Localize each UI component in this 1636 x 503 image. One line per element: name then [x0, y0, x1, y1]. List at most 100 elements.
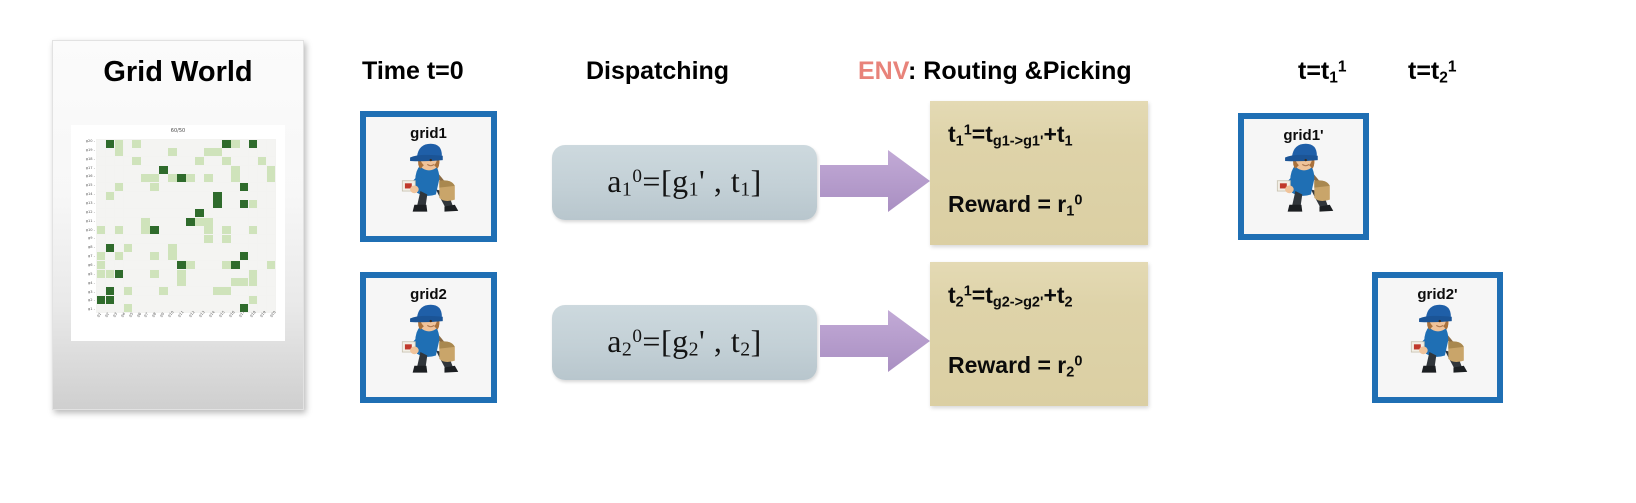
- heatmap-cell: [159, 182, 168, 192]
- heatmap-cell: [96, 165, 105, 174]
- heatmap-cell: [258, 226, 267, 235]
- heatmap-cell: [96, 208, 105, 218]
- agent-label-grid2: grid2: [410, 286, 447, 303]
- heatmap-y-label: g10 -: [85, 227, 95, 232]
- heatmap-cell: [267, 243, 276, 252]
- heatmap-y-label: g14 -: [85, 192, 95, 197]
- heatmap-cell: [96, 182, 105, 192]
- heatmap-cell: [204, 304, 213, 313]
- heatmap-cell: [123, 156, 132, 165]
- heatmap-cell: [96, 226, 105, 235]
- heatmap-cell: [231, 165, 240, 174]
- heatmap-cell: [249, 286, 258, 296]
- heatmap-y-label: g2 -: [87, 298, 95, 303]
- heatmap-cell: [105, 182, 114, 192]
- heatmap-cell: [168, 148, 177, 157]
- heatmap-cell: [186, 252, 195, 261]
- heatmap-cell: [213, 182, 222, 192]
- agent-box-grid2-prime[interactable]: grid2': [1372, 272, 1503, 403]
- heatmap-cell: [231, 208, 240, 218]
- heatmap-cell: [150, 139, 159, 148]
- heatmap-cell: [267, 208, 276, 218]
- heatmap-cell: [168, 182, 177, 192]
- heatmap-cell: [168, 139, 177, 148]
- heatmap-cell: [114, 234, 123, 244]
- heatmap-cell: [267, 234, 276, 244]
- heatmap-cell: [159, 165, 168, 174]
- heatmap-cell: [204, 252, 213, 261]
- heatmap-cell: [96, 304, 105, 313]
- heatmap-cell: [231, 182, 240, 192]
- heatmap-cell: [177, 200, 186, 209]
- heatmap-cell: [213, 260, 222, 270]
- heatmap-cell: [240, 278, 249, 287]
- heatmap-cell: [132, 269, 141, 278]
- heatmap-cell: [150, 182, 159, 192]
- heatmap-cell: [240, 295, 249, 304]
- action-box-agent1[interactable]: a10=[g1' , t1]: [552, 145, 817, 220]
- heatmap-cell: [150, 243, 159, 252]
- heatmap-cell: [141, 208, 150, 218]
- heatmap-cell: [195, 260, 204, 270]
- agent-box-grid2[interactable]: grid2: [360, 272, 497, 403]
- heatmap-cell: [159, 139, 168, 148]
- env-result-box-agent2: t21=tg2->g2'+t2 Reward = r20: [930, 262, 1148, 406]
- agent-box-grid1-prime[interactable]: grid1': [1238, 113, 1369, 240]
- action-box-agent2[interactable]: a20=[g2' , t2]: [552, 305, 817, 380]
- heatmap-cell: [231, 200, 240, 209]
- heatmap-cell: [186, 217, 195, 226]
- heatmap-cell: [159, 269, 168, 278]
- heatmap-cell: [195, 191, 204, 200]
- heatmap-cell: [222, 165, 231, 174]
- heatmap-cell: [222, 200, 231, 209]
- heatmap-cell: [213, 295, 222, 304]
- heatmap-cell: [258, 234, 267, 244]
- heatmap-cell: [222, 226, 231, 235]
- heatmap-cell: [213, 286, 222, 296]
- heatmap-cell: [258, 286, 267, 296]
- heatmap-cell: [150, 165, 159, 174]
- heatmap-cell: [177, 278, 186, 287]
- heatmap-cell: [186, 234, 195, 244]
- heatmap-cell: [267, 148, 276, 157]
- heatmap-cell: [249, 243, 258, 252]
- heatmap-cell: [186, 182, 195, 192]
- delivery-courier-icon: [401, 304, 458, 373]
- heatmap-cell: [195, 269, 204, 278]
- heatmap-cell: [204, 286, 213, 296]
- heatmap-cell: [222, 278, 231, 287]
- heatmap-cell: [96, 252, 105, 261]
- heatmap-cell: [195, 226, 204, 235]
- heatmap-cell: [204, 226, 213, 235]
- heatmap-cell: [132, 234, 141, 244]
- heatmap-cell: [267, 286, 276, 296]
- heatmap-title: 60/50: [170, 128, 186, 134]
- heatmap-cell: [141, 139, 150, 148]
- heatmap-cell: [177, 252, 186, 261]
- heatmap-cell: [249, 148, 258, 157]
- heatmap-cell: [150, 148, 159, 157]
- heatmap-cell: [168, 234, 177, 244]
- heatmap-cell: [150, 200, 159, 209]
- heatmap-cell: [258, 217, 267, 226]
- heatmap-cell: [186, 304, 195, 313]
- heatmap-cell: [240, 252, 249, 261]
- heatmap-cell: [159, 234, 168, 244]
- heatmap-cell: [96, 200, 105, 209]
- heatmap-cell: [96, 174, 105, 183]
- heatmap-cell: [141, 278, 150, 287]
- heatmap-cell: [123, 182, 132, 192]
- heatmap-cell: [258, 139, 267, 148]
- heatmap-cell: [258, 156, 267, 165]
- heatmap-cell: [231, 156, 240, 165]
- heatmap-cell: [114, 286, 123, 296]
- heatmap-cell: [96, 286, 105, 296]
- heatmap-cell: [204, 182, 213, 192]
- heatmap-cell: [168, 174, 177, 183]
- heatmap-cell: [222, 286, 231, 296]
- heatmap-cell: [204, 156, 213, 165]
- heatmap-cell: [240, 191, 249, 200]
- heatmap-cell: [123, 269, 132, 278]
- agent-box-grid1[interactable]: grid1: [360, 111, 497, 242]
